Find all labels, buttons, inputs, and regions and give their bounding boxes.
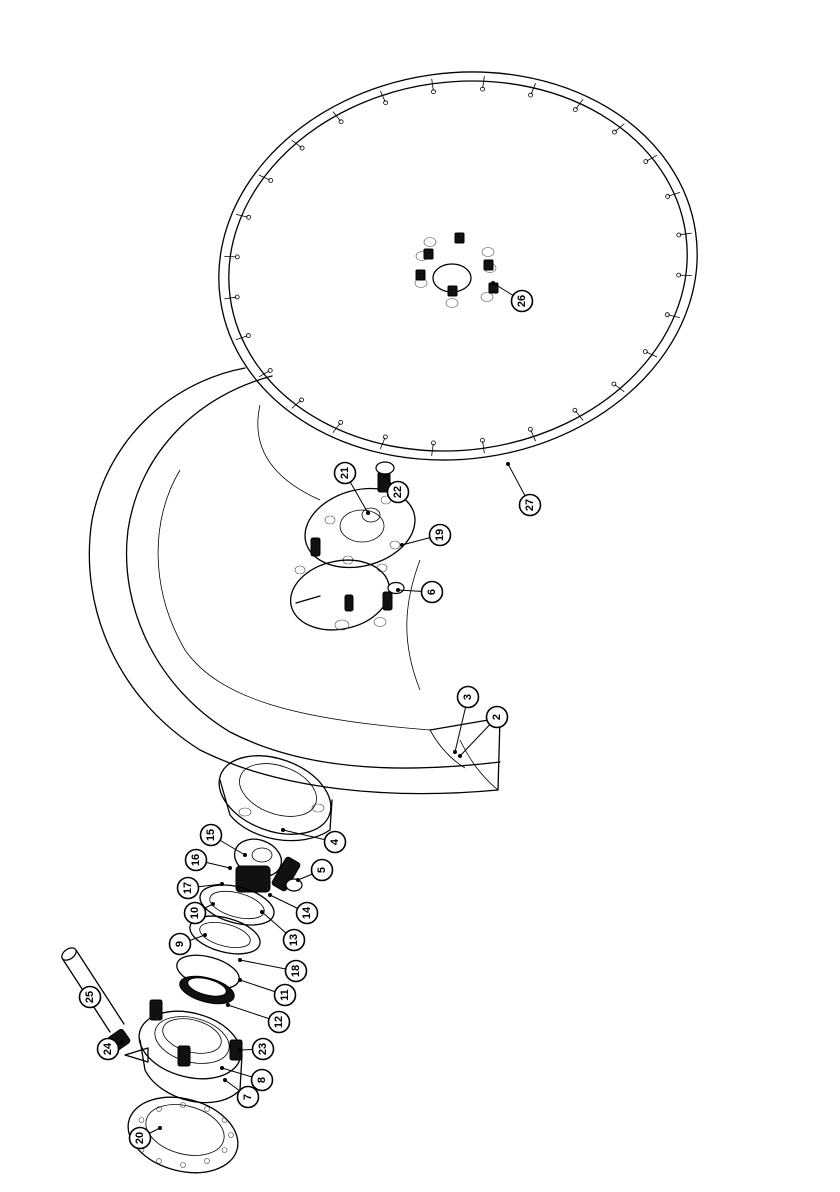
leader-dot: [238, 1048, 242, 1052]
callout-number: 3: [462, 694, 474, 700]
leader-dot: [366, 511, 370, 515]
leader-dot: [396, 588, 400, 592]
leader-dot: [211, 902, 215, 906]
callout-number: 8: [256, 1077, 268, 1083]
callout-number: 9: [174, 941, 186, 947]
leader-dot: [260, 910, 264, 914]
callout-number: 13: [288, 934, 300, 946]
leader-dot: [491, 281, 495, 285]
callout-12: 12: [226, 1003, 290, 1033]
callout-26: 26: [491, 281, 533, 312]
callout-number: 24: [102, 1042, 114, 1055]
callout-5: 5: [296, 860, 333, 883]
callout-number: 14: [301, 906, 313, 919]
callout-number: 23: [257, 1043, 269, 1055]
callout-number: 4: [329, 838, 341, 845]
leader-dot: [243, 853, 247, 857]
leader-dot: [281, 828, 285, 832]
callout-11: 11: [238, 978, 296, 1006]
callout-number: 26: [516, 295, 528, 307]
leader-dot: [296, 878, 300, 882]
callout-number: 11: [279, 989, 291, 1001]
leader-dot: [223, 1078, 227, 1082]
spiral-auger: [89, 368, 500, 794]
callout-14: 14: [268, 893, 318, 924]
callout-number: 7: [242, 1094, 254, 1100]
callout-number: 12: [273, 1016, 285, 1028]
leader-dot: [458, 754, 462, 758]
leader-dot: [120, 1040, 124, 1044]
saw-blade: [193, 41, 722, 490]
callout-18: 18: [238, 958, 307, 982]
leader-dot: [158, 1126, 162, 1130]
callout-number: 17: [182, 882, 194, 894]
leader-dot: [400, 543, 404, 547]
callout-number: 25: [84, 991, 96, 1003]
leader-dot: [220, 882, 224, 886]
leader-dot: [453, 750, 457, 754]
callout-15: 15: [201, 825, 248, 858]
callout-number: 20: [134, 1132, 146, 1144]
leader-dot: [238, 978, 242, 982]
callout-number: 27: [524, 499, 536, 511]
leader-dot: [238, 958, 242, 962]
callout-20: 20: [130, 1126, 163, 1149]
base-housing-flange: [60, 945, 249, 1184]
callout-number: 15: [205, 829, 217, 841]
leader-dot: [220, 1066, 224, 1070]
callout-number: 6: [426, 589, 438, 595]
leader-dot: [268, 893, 272, 897]
leader-dot: [226, 1003, 230, 1007]
callout-number: 22: [392, 486, 404, 498]
leader-dot: [383, 474, 387, 478]
callout-number: 16: [190, 854, 202, 866]
callout-number: 10: [189, 907, 201, 919]
callout-3: 3: [453, 687, 479, 755]
callout-25: 25: [80, 987, 101, 1008]
callout-27: 27: [506, 462, 541, 516]
leader-dot: [506, 462, 510, 466]
callout-number: 2: [491, 714, 503, 720]
callout-number: 18: [290, 965, 302, 977]
callout-16: 16: [186, 850, 233, 871]
callout-number: 19: [434, 529, 446, 541]
callout-23: 23: [238, 1039, 274, 1060]
callout-19: 19: [400, 525, 451, 548]
leader-dot: [203, 933, 207, 937]
leader-dot: [228, 866, 232, 870]
callout-number: 21: [339, 467, 351, 479]
callout-number: 5: [316, 867, 328, 873]
